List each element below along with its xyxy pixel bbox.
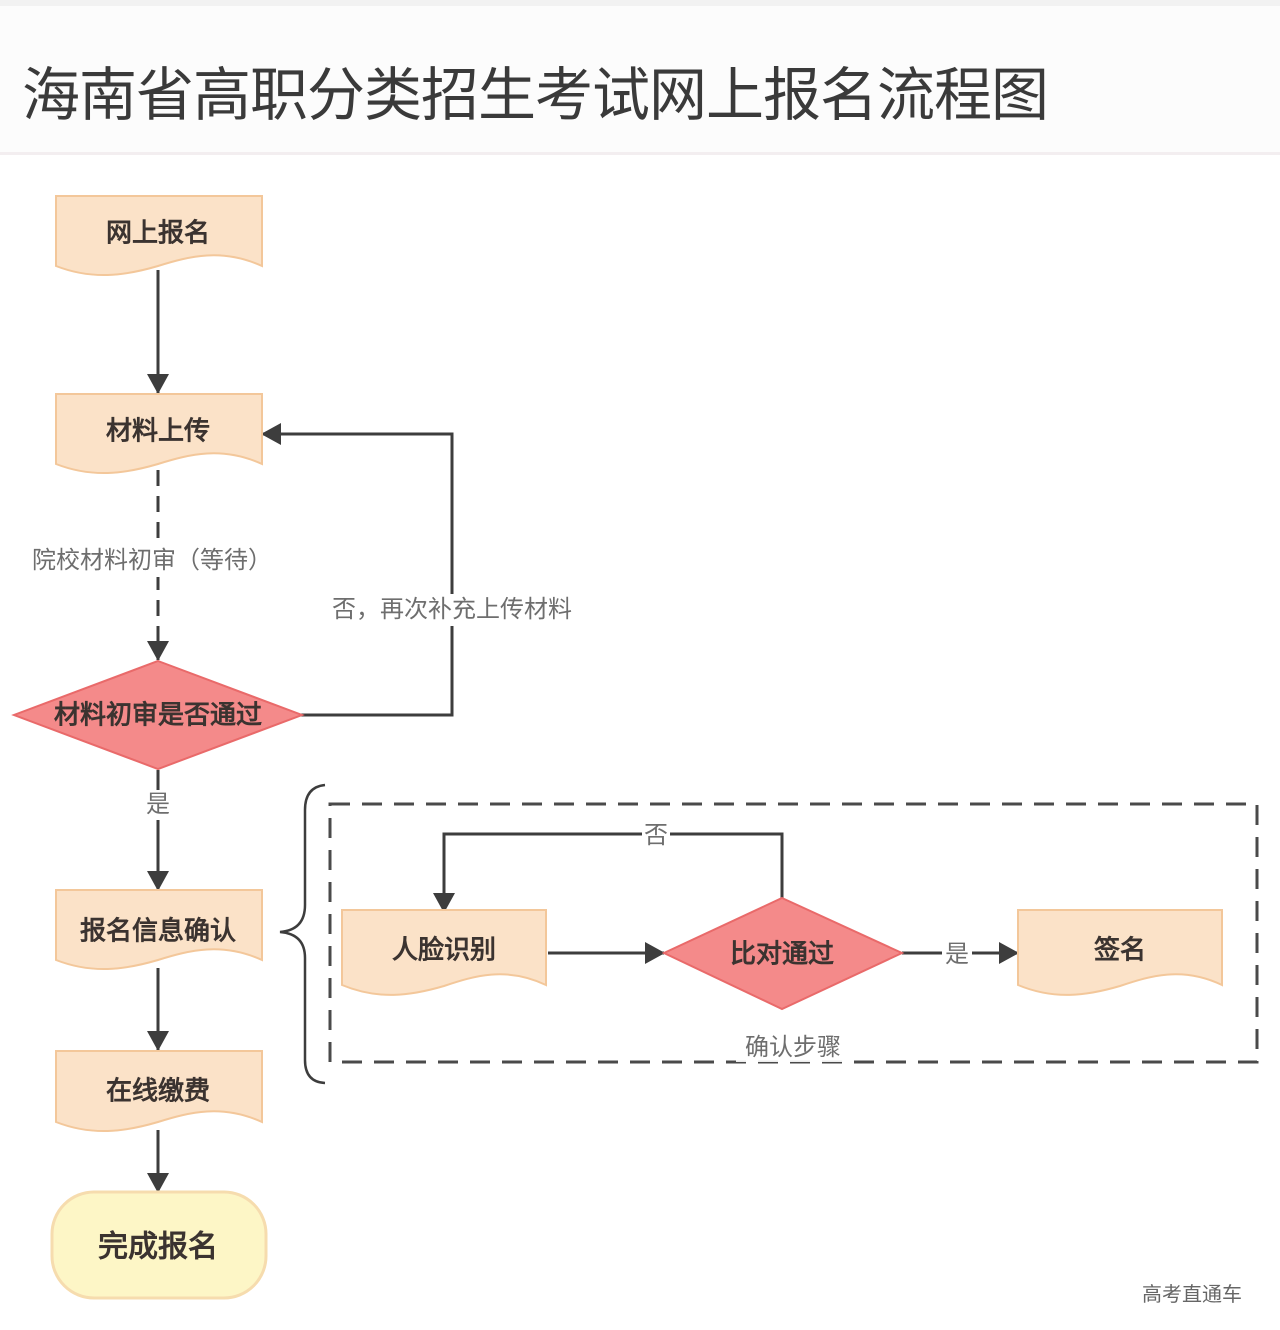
node-online-registration[interactable]: 网上报名: [55, 195, 263, 277]
document-shape: [341, 909, 547, 996]
document-shape: [55, 195, 263, 277]
node-online-payment[interactable]: 在线缴费: [55, 1050, 263, 1133]
header: 海南省高职分类招生考试网上报名流程图: [0, 6, 1280, 155]
node-label: 材料初审是否通过: [54, 700, 262, 731]
node-label: 人脸识别: [392, 935, 496, 966]
watermark: 高考直通车: [1142, 1282, 1242, 1306]
edge-label-school-review: 院校材料初审（等待）: [32, 546, 272, 574]
edge-review-no-to-upload: [261, 423, 454, 717]
node-face-recognition[interactable]: 人脸识别: [341, 909, 547, 996]
node-comparison-decision[interactable]: 比对通过: [661, 896, 905, 1011]
node-material-review-decision[interactable]: 材料初审是否通过: [11, 659, 305, 771]
node-label: 在线缴费: [106, 1077, 210, 1107]
node-info-confirmation[interactable]: 报名信息确认: [55, 889, 263, 971]
node-label: 比对通过: [730, 940, 834, 970]
group-label: 确认步骤: [745, 1033, 841, 1061]
node-label: 报名信息确认: [80, 916, 236, 947]
edge-label-compare-no: 否: [644, 821, 668, 849]
edge-compare-no-to-face: [433, 832, 784, 913]
document-shape: [55, 1050, 263, 1133]
top-border: [0, 0, 1280, 6]
node-material-upload[interactable]: 材料上传: [55, 393, 263, 475]
node-signature[interactable]: 签名: [1017, 909, 1223, 996]
curly-brace: [279, 783, 326, 1085]
edge-labels: 院校材料初审（等待） 否，再次补充上传材料 是 否 是: [18, 545, 972, 968]
node-label: 完成报名: [98, 1230, 218, 1265]
document-shape: [55, 889, 263, 971]
edge-label-compare-yes: 是: [945, 940, 969, 968]
edges: [147, 270, 1019, 1193]
node-complete[interactable]: 完成报名: [50, 1190, 268, 1300]
edge-label-reupload: 否，再次补充上传材料: [332, 595, 572, 623]
page-title: 海南省高职分类招生考试网上报名流程图: [22, 61, 1049, 129]
node-label: 签名: [1094, 935, 1146, 966]
decision-shape: [11, 659, 305, 771]
decision-shape: [661, 896, 905, 1011]
node-label: 网上报名: [106, 218, 210, 249]
document-shape: [55, 393, 263, 475]
terminal-shape: [50, 1190, 268, 1300]
edge-label-review-yes: 是: [146, 790, 170, 818]
document-shape: [1017, 909, 1223, 996]
node-label: 材料上传: [106, 417, 210, 447]
